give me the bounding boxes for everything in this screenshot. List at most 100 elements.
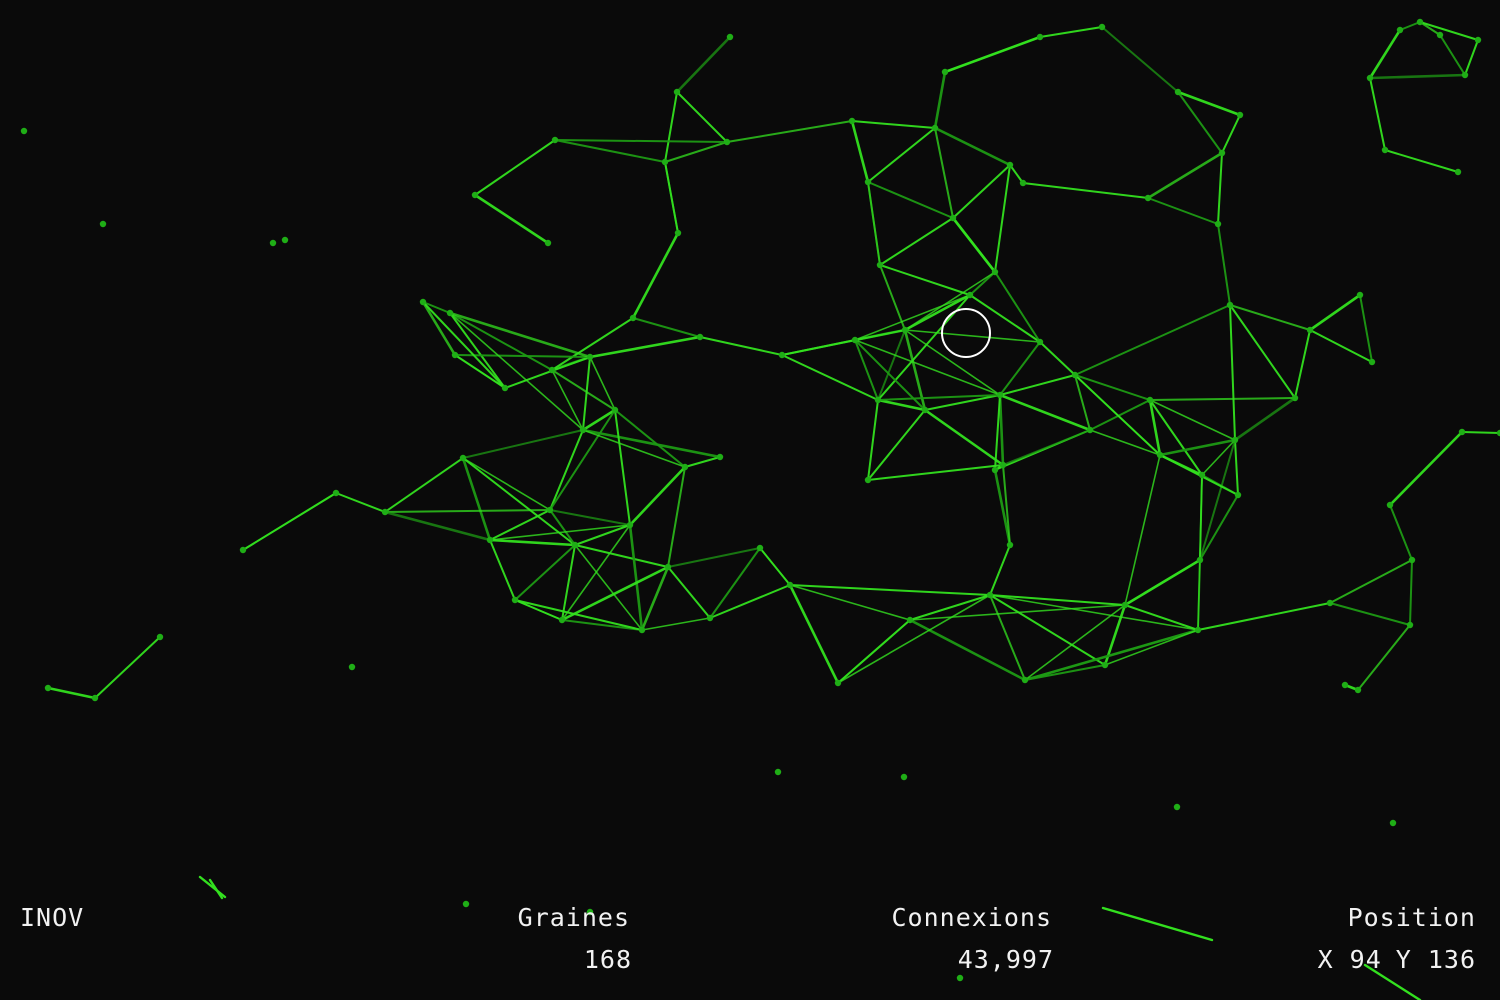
link-line	[489, 509, 551, 541]
seed-node	[1214, 220, 1222, 228]
link-line	[1124, 604, 1199, 631]
seed-node	[966, 291, 974, 299]
seed-node	[20, 127, 28, 135]
seed-node	[1454, 168, 1462, 176]
link-line	[549, 509, 631, 526]
seed-node	[906, 616, 914, 624]
link-line	[989, 594, 1199, 631]
seed-node	[681, 463, 689, 471]
link-line	[726, 120, 853, 143]
link-line	[867, 181, 881, 266]
link-line	[854, 339, 926, 411]
link-line	[903, 328, 927, 412]
link-line	[628, 465, 687, 527]
link-line	[789, 584, 911, 621]
link-line	[667, 547, 761, 568]
link-line	[999, 341, 1041, 396]
link-line	[1363, 963, 1422, 1000]
seed-node	[851, 336, 859, 344]
link-line	[781, 329, 906, 356]
seed-node	[471, 191, 479, 199]
seed-node	[1291, 394, 1299, 402]
link-line	[46, 686, 97, 700]
seed-node	[956, 974, 964, 982]
link-line	[951, 216, 997, 274]
link-line	[1217, 152, 1223, 225]
link-line	[667, 566, 711, 619]
link-line	[867, 409, 926, 481]
seed-node	[949, 214, 957, 222]
link-line	[549, 409, 616, 511]
position-x-value: 94	[1349, 945, 1382, 974]
link-line	[631, 231, 680, 320]
seed-node	[864, 476, 872, 484]
seed-node	[638, 626, 646, 634]
link-line	[877, 394, 1001, 401]
seed-node	[1019, 179, 1027, 187]
link-line	[1124, 454, 1161, 606]
link-line	[462, 429, 584, 459]
network-links	[46, 21, 1500, 1000]
link-line	[1009, 164, 1024, 184]
link-line	[1101, 906, 1214, 942]
link-line	[574, 544, 643, 631]
link-line	[1074, 374, 1161, 456]
link-line	[943, 35, 1042, 74]
link-line	[1149, 399, 1236, 441]
link-line	[699, 336, 783, 356]
seed-node	[156, 633, 164, 641]
link-line	[759, 547, 791, 586]
link-line	[994, 164, 1011, 273]
link-line	[675, 35, 732, 94]
seed-node	[1341, 681, 1349, 689]
seed-node	[332, 489, 340, 497]
position-x-key: X	[1317, 945, 1334, 974]
seed-node	[1086, 426, 1094, 434]
link-line	[641, 617, 711, 631]
link-line	[789, 584, 991, 596]
link-line	[867, 399, 879, 481]
link-line	[1074, 374, 1151, 401]
link-line	[1229, 304, 1236, 441]
link-line	[1399, 21, 1421, 31]
link-line	[1039, 26, 1103, 38]
link-line	[993, 468, 1012, 547]
seed-node	[551, 136, 559, 144]
link-line	[449, 312, 553, 371]
link-line	[999, 374, 1076, 396]
link-line	[549, 509, 576, 546]
graines-count: 168	[583, 945, 632, 974]
link-line	[908, 618, 1027, 682]
link-line	[1177, 91, 1223, 154]
link-line	[1309, 329, 1373, 363]
link-line	[933, 70, 947, 130]
link-line	[1234, 439, 1239, 496]
seed-node	[874, 396, 882, 404]
seed-node	[999, 461, 1007, 469]
link-line	[989, 594, 1026, 681]
link-line	[923, 408, 1005, 467]
link-line	[454, 354, 506, 389]
seed-node	[548, 366, 556, 374]
link-line	[198, 875, 227, 899]
link-line	[1419, 21, 1441, 36]
link-line	[994, 271, 1041, 343]
seed-node	[1326, 599, 1334, 607]
link-line	[422, 301, 451, 314]
link-line	[581, 428, 722, 459]
link-line	[1158, 438, 1237, 457]
seed-node	[716, 453, 724, 461]
seed-node	[664, 563, 672, 571]
link-line	[1439, 34, 1466, 76]
link-line	[589, 356, 616, 411]
link-line	[449, 312, 506, 389]
link-line	[1024, 604, 1126, 681]
connexions-count: 43,997	[957, 945, 1054, 974]
link-line	[909, 604, 1126, 621]
seed-node	[991, 268, 999, 276]
seed-node	[91, 694, 99, 702]
link-line	[1002, 429, 1091, 466]
link-line	[561, 544, 576, 621]
link-line	[1329, 602, 1411, 626]
